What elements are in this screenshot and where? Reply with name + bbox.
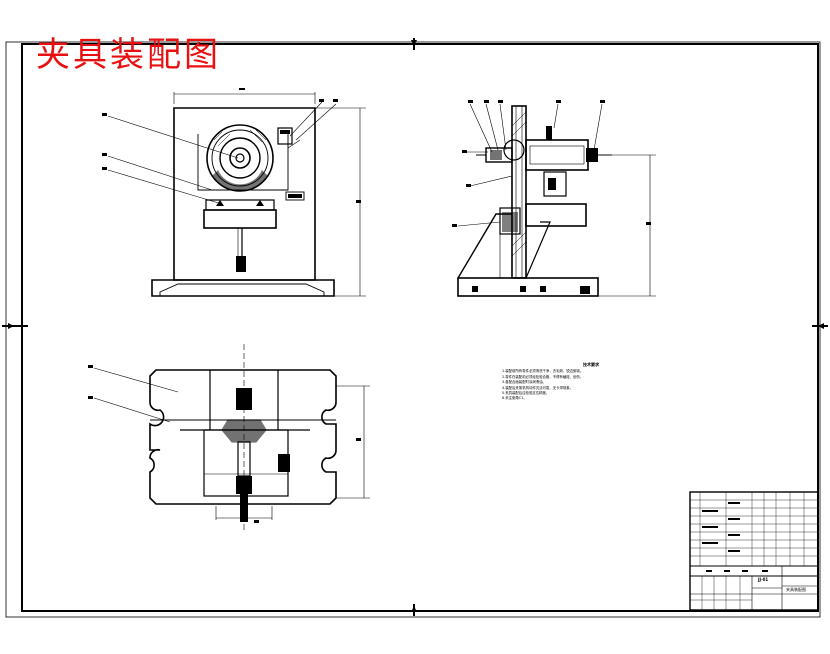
centering-tick-icon — [8, 40, 824, 612]
tech-notes-heading: 技术要求 — [583, 362, 599, 367]
inner-frame — [21, 43, 819, 612]
top-view — [88, 344, 370, 530]
front-view — [102, 88, 366, 297]
tech-note-line: 2.零件在装配前必须经检验合格，不得有磕碰、划伤。 — [502, 374, 584, 379]
title-block-drawing-no: JJ-01 — [758, 577, 769, 582]
title-block — [689, 491, 819, 611]
outer-border — [5, 41, 821, 618]
side-view — [452, 100, 656, 297]
title-block-name: 夹具装配图 — [786, 587, 806, 592]
tech-note-line: 3.各配合面装配时涂润滑油。 — [502, 380, 546, 385]
centering-mark-icon — [2, 38, 828, 616]
drawing-title: 夹具装配图 — [36, 35, 221, 75]
tech-note-line: 5.夹具装配后应检验定位精度。 — [502, 391, 550, 396]
technical-requirements: 技术要求 1.装配前所有零件必须清洗干净，去毛刺、锐边倒钝。 2.零件在装配前必… — [502, 362, 680, 402]
tech-note-line: 1.装配前所有零件必须清洗干净，去毛刺、锐边倒钝。 — [502, 369, 584, 374]
tech-note-line: 4.装配后夹紧机构动作灵活可靠，无卡滞现象。 — [502, 385, 574, 390]
tech-note-line: 6.未注倒角C1。 — [502, 396, 527, 401]
